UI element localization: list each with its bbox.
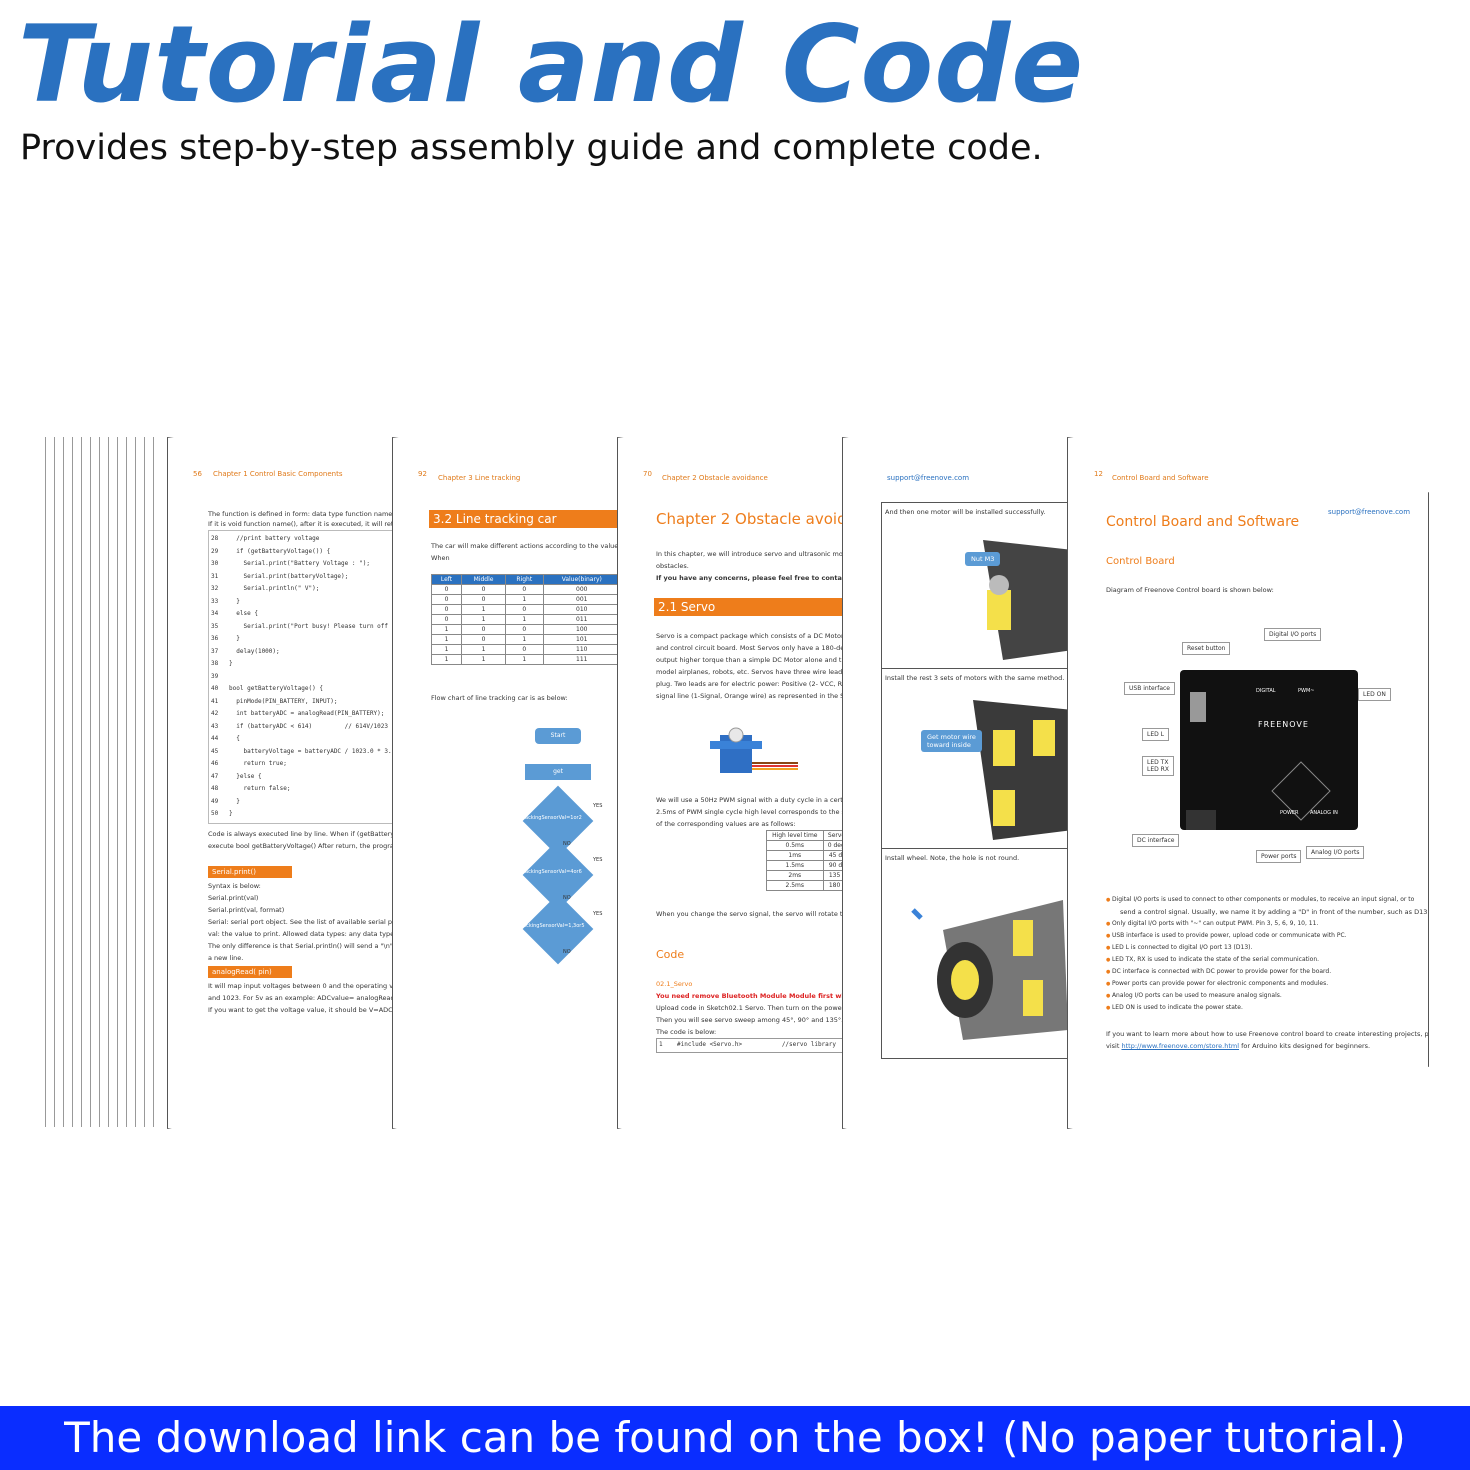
divider xyxy=(881,668,1073,669)
divider xyxy=(881,848,1073,849)
diagram-caption: Diagram of Freenove Control board is sho… xyxy=(1106,586,1274,594)
callout-nut: Nut M3 xyxy=(965,552,1001,566)
store-link[interactable]: http://www.freenove.com/store.html xyxy=(1121,1042,1240,1050)
tutorial-page-code: 56 Chapter 1 Control Basic Components Th… xyxy=(167,437,399,1129)
section-serial-print: Serial.print() xyxy=(208,866,292,878)
flow-no-3: NO xyxy=(563,949,571,955)
intro-text-2: If it is void function name(), after it … xyxy=(208,520,398,528)
after-text: Code is always executed line by line. Wh… xyxy=(208,830,399,838)
serial-print-lines: Syntax is below: Serial.print(val) Seria… xyxy=(208,882,399,962)
code-line: 1 #include <Servo.h> //servo library xyxy=(656,1038,848,1053)
change-text: When you change the servo signal, the se… xyxy=(656,910,849,918)
label-analog: Analog I/O ports xyxy=(1306,846,1365,859)
flow-caption: Flow chart of line tracking car is as be… xyxy=(431,694,568,702)
label-led-l: LED L xyxy=(1142,728,1170,741)
control-board-image: FREENOVE DIGITAL PWM~ POWER ANALOG IN xyxy=(1180,670,1358,830)
flow-get: get TrackingSensorVal xyxy=(525,764,591,791)
board-analog: ANALOG IN xyxy=(1310,810,1338,816)
tutorial-page-line-tracking: 92 Chapter 3 Line tracking 3.2 Line trac… xyxy=(392,437,624,1129)
label-led-tx-rx: LED TX LED RX xyxy=(1142,756,1174,776)
servo-text: Servo is a compact package which consist… xyxy=(656,632,849,700)
page-number: 56 xyxy=(193,470,202,478)
flow-decision-1: trackingSensorVal=1or2 xyxy=(521,815,582,821)
board-bullets: Digital I/O ports is used to connect to … xyxy=(1106,894,1427,1014)
step-2-text: Install the rest 3 sets of motors with t… xyxy=(885,674,1065,682)
pwm-text-1: We will use a 50Hz PWM signal with a dut… xyxy=(656,796,849,804)
pwm-text-3: of the corresponding values are as follo… xyxy=(656,820,796,828)
intro-text-2: obstacles. xyxy=(656,562,689,570)
servo-motor-icon xyxy=(710,727,798,773)
intro-text: In this chapter, we will introduce servo… xyxy=(656,550,849,558)
code-subheading: 02.1_Servo xyxy=(656,980,693,988)
board-brand: FREENOVE xyxy=(1258,720,1309,729)
chassis-motor-image xyxy=(983,540,1073,660)
flow-decision-3: trackingSensorVal=1,3or5 xyxy=(519,923,585,929)
section-bar: 3.2 Line tracking car xyxy=(429,510,623,528)
label-reset: Reset button xyxy=(1182,642,1231,655)
section-bar: 2.1 Servo xyxy=(654,598,848,616)
upload-text-2: Then you will see servo sweep among 45°,… xyxy=(656,1016,844,1024)
flow-yes-2: YES xyxy=(593,857,603,863)
warning-text: You need remove Bluetooth Module Module … xyxy=(656,992,848,1000)
support-email: support@freenove.com xyxy=(887,474,970,482)
intro-text-3: If you have any concerns, please feel fr… xyxy=(656,574,849,582)
flow-yes-1: YES xyxy=(593,803,603,809)
flow-yes-3: YES xyxy=(593,911,603,917)
tutorial-page-assembly: support@freenove.com And then one motor … xyxy=(842,437,1074,1129)
board-heading: Control Board and Software xyxy=(1106,514,1300,530)
section-analog-read: analogRead( pin) xyxy=(208,966,292,978)
chapter-header: Chapter 2 Obstacle avoidance xyxy=(662,474,768,482)
after-text-2: execute bool getBatteryVoltage() After r… xyxy=(208,842,399,850)
step-3-text: Install wheel. Note, the hole is not rou… xyxy=(885,854,1020,862)
board-pwm: PWM~ xyxy=(1298,688,1315,694)
flow-decision-2: trackingSensorVal=4or6 xyxy=(521,869,582,875)
flow-start: Start xyxy=(535,728,581,744)
flow-no-1: NO xyxy=(563,841,571,847)
download-banner: The download link can be found on the bo… xyxy=(0,1406,1470,1470)
chapter-heading: Chapter 2 Obstacle avoidance xyxy=(656,510,848,528)
page-number: 92 xyxy=(418,470,427,478)
step-1-text: And then one motor will be installed suc… xyxy=(885,508,1046,516)
intro-text: The car will make different actions acco… xyxy=(431,542,624,550)
label-power: Power ports xyxy=(1256,850,1302,863)
board-power: POWER xyxy=(1280,810,1299,816)
support-email: support@freenove.com xyxy=(1328,508,1411,516)
pwm-text-2: 2.5ms of PWM single cycle high level cor… xyxy=(656,808,849,816)
code-block: 28 //print battery voltage 29 if (getBat… xyxy=(208,530,398,824)
chapter-header: Chapter 1 Control Basic Components xyxy=(213,470,343,478)
board-subheading: Control Board xyxy=(1106,556,1175,567)
footer-text-2: visit http://www.freenove.com/store.html… xyxy=(1106,1042,1371,1050)
motors-image xyxy=(973,700,1073,840)
tutorial-page-control-board: 12 Control Board and Software support@fr… xyxy=(1067,437,1429,1129)
flow-no-2: NO xyxy=(563,895,571,901)
page-number: 70 xyxy=(643,470,652,478)
label-dc: DC interface xyxy=(1132,834,1180,847)
footer-text-1: If you want to learn more about how to u… xyxy=(1106,1030,1429,1038)
page-title: Tutorial and Code xyxy=(18,3,1085,126)
label-digital: Digital I/O ports xyxy=(1264,628,1322,641)
intro-text: The function is defined in form: data ty… xyxy=(208,510,399,518)
upload-text-3: The code is below: xyxy=(656,1028,717,1036)
page-subtitle: Provides step-by-step assembly guide and… xyxy=(20,128,1043,168)
label-led-on: LED ON xyxy=(1358,688,1391,701)
upload-text-1: Upload code in Sketch02.1 Servo. Then tu… xyxy=(656,1004,849,1012)
intro-text-2: When xyxy=(431,554,450,562)
label-usb: USB interface xyxy=(1124,682,1175,695)
analog-read-lines: It will map input voltages between 0 and… xyxy=(208,982,399,1014)
tutorial-page-servo: 70 Chapter 2 Obstacle avoidance Chapter … xyxy=(617,437,849,1129)
board-digital: DIGITAL xyxy=(1256,688,1276,694)
wheel-image xyxy=(911,900,1068,1040)
code-heading: Code xyxy=(656,948,685,961)
chapter-header: Chapter 3 Line tracking xyxy=(438,474,521,482)
page-number: 12 xyxy=(1094,470,1103,478)
chapter-header: Control Board and Software xyxy=(1112,474,1209,482)
